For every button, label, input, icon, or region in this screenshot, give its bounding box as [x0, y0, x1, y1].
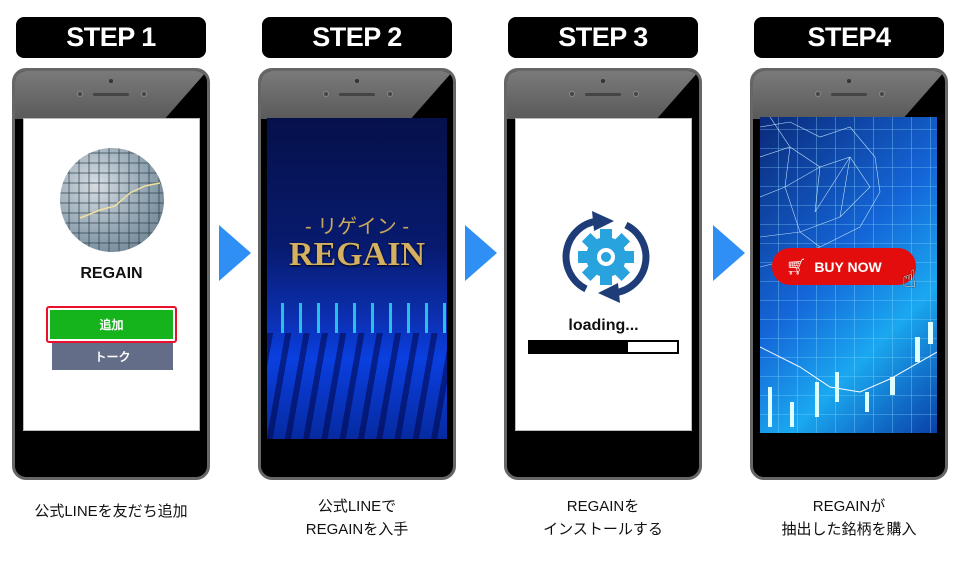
step-2-header: STEP 2: [262, 17, 452, 58]
step-3-caption: REGAINをインストールする: [543, 498, 663, 538]
loading-text: loading...: [568, 317, 639, 334]
add-button-highlight: 追加: [46, 306, 177, 343]
phone-step-2: - リゲイン - REGAIN: [258, 68, 456, 480]
regain-splash-screen: - リゲイン - REGAIN: [267, 118, 447, 439]
app-subtitle: - リゲイン -: [304, 216, 410, 238]
next-arrow-icon: [465, 225, 497, 281]
next-arrow-icon: [713, 225, 745, 281]
shopping-cart-icon: 🛒︎: [786, 258, 807, 276]
step-3-header: STEP 3: [508, 17, 698, 58]
pointer-hand-icon: ☝︎: [902, 266, 917, 293]
app-logo-title: REGAIN: [288, 236, 426, 273]
phone-step-4: 🛒︎ BUY NOW ☝︎: [750, 68, 948, 480]
install-screen: loading...: [515, 118, 692, 431]
phone-step-3: loading...: [504, 68, 702, 480]
talk-button[interactable]: トーク: [52, 343, 173, 370]
step-1-header: STEP 1: [16, 17, 206, 58]
buy-now-label: BUY NOW: [814, 258, 882, 275]
add-friend-button[interactable]: 追加: [50, 310, 173, 339]
step-1-caption: 公式LINEを友だち追加: [34, 503, 188, 520]
profile-name: REGAIN: [80, 265, 143, 282]
next-arrow-icon: [219, 225, 251, 281]
sync-gear-icon: [562, 211, 650, 303]
step-4-caption: REGAINが抽出した銘柄を購入: [781, 498, 917, 538]
step-4-header: STEP4: [754, 17, 944, 58]
line-profile-screen: REGAIN 追加 トーク: [23, 118, 200, 431]
stock-purchase-screen: 🛒︎ BUY NOW ☝︎: [760, 117, 937, 433]
phone-step-1: REGAIN 追加 トーク: [12, 68, 210, 480]
buy-now-button[interactable]: 🛒︎ BUY NOW: [772, 248, 916, 285]
profile-avatar: [60, 148, 164, 252]
loading-progress-bar: [528, 340, 679, 354]
progress-fill: [530, 342, 629, 352]
